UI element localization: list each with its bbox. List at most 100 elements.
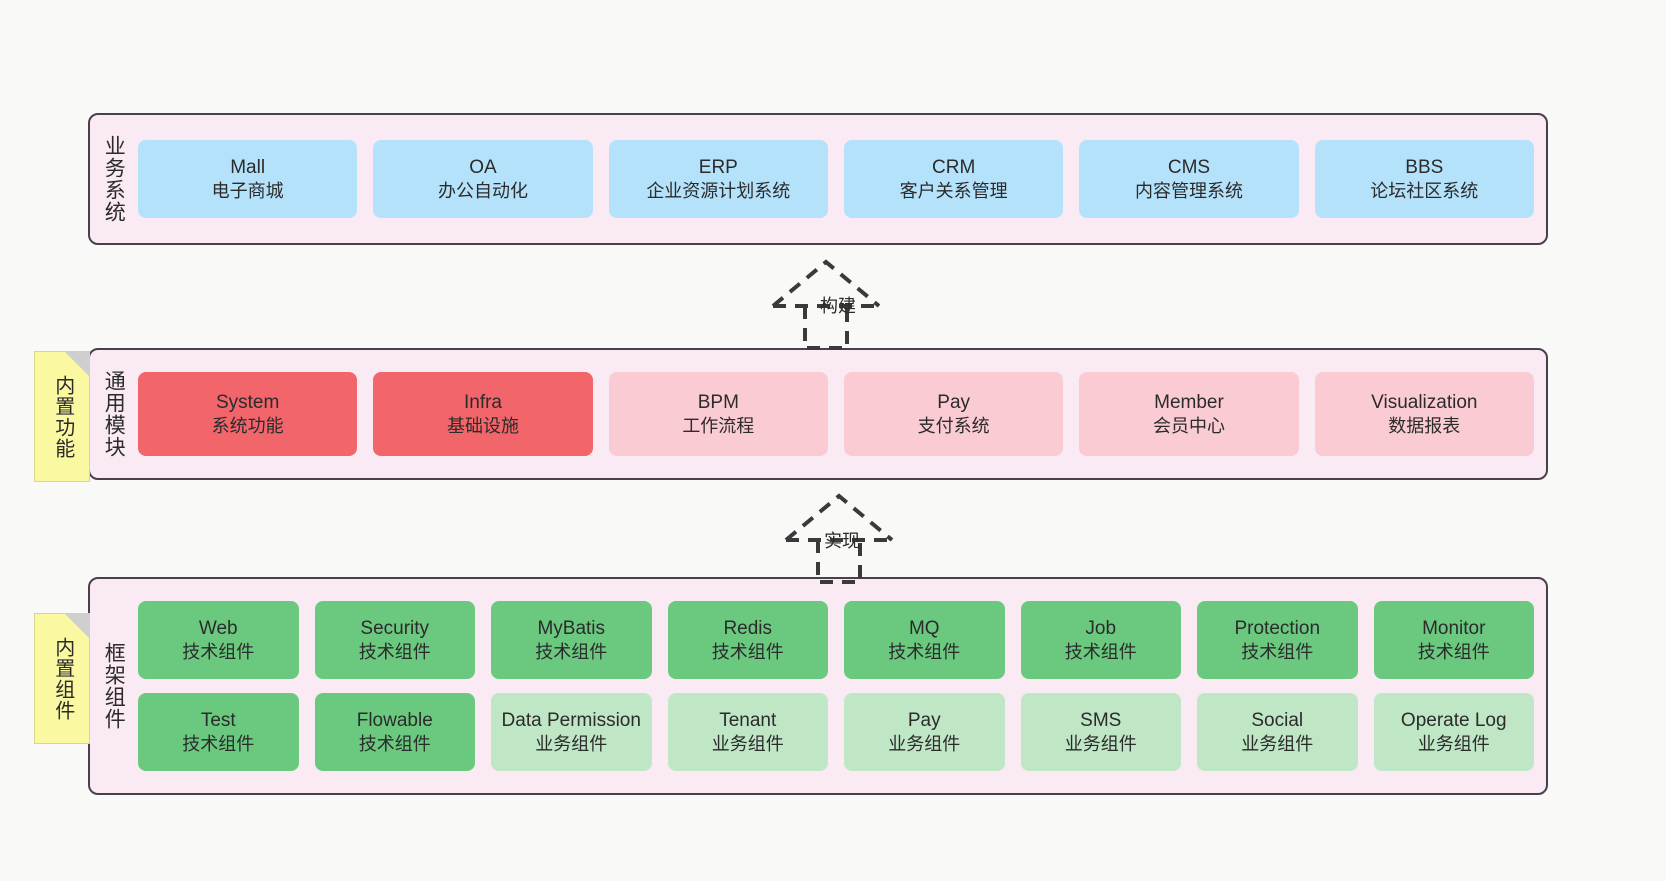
node-subtitle: 内容管理系统: [1134, 180, 1243, 201]
node-title: Social: [1251, 709, 1304, 731]
node-title: BBS: [1405, 156, 1444, 178]
note-framework: 内置组件: [34, 613, 90, 744]
node-subtitle: 技术组件: [1417, 641, 1490, 662]
generalization-arrow-icon: [771, 259, 881, 350]
layer-caption-framework: 框架组件: [102, 642, 126, 730]
node-title: CRM: [932, 156, 976, 178]
node-title: Infra: [463, 391, 502, 413]
node-title: System: [215, 391, 280, 413]
node-subtitle: 技术组件: [888, 641, 961, 662]
node-subtitle: 技术组件: [358, 733, 431, 754]
node-subtitle: 论坛社区系统: [1370, 180, 1479, 201]
node-title: Job: [1085, 617, 1117, 639]
node-title: Web: [198, 617, 238, 639]
layer-caption-module: 通用模块: [102, 370, 126, 458]
connector-build: [755, 258, 905, 350]
node-subtitle: 技术组件: [182, 733, 255, 754]
node-title: Visualization: [1371, 391, 1478, 413]
node-subtitle: 办公自动化: [437, 180, 528, 201]
node-subtitle: 技术组件: [182, 641, 255, 662]
connector-label-implement: 实现: [824, 531, 860, 551]
node-subtitle: 技术组件: [1241, 641, 1314, 662]
node-subtitle: 技术组件: [535, 641, 608, 662]
node-subtitle: 数据报表: [1388, 415, 1461, 436]
node-title: OA: [469, 156, 497, 178]
node-title: Data Permission: [501, 709, 641, 731]
connector-implement: [768, 492, 918, 584]
node-subtitle: 业务组件: [1064, 733, 1137, 754]
node-subtitle: 业务组件: [888, 733, 961, 754]
node-title: MQ: [908, 617, 940, 639]
node-title: Mall: [230, 156, 266, 178]
node-title: Member: [1154, 391, 1224, 413]
connector-label-build: 构建: [820, 296, 856, 316]
node-subtitle: 基础设施: [446, 415, 519, 436]
node-subtitle: 会员中心: [1152, 415, 1225, 436]
node-title: Redis: [723, 617, 773, 639]
node-subtitle: 企业资源计划系统: [646, 180, 791, 201]
node-title: Flowable: [356, 709, 433, 731]
node-title: ERP: [698, 156, 738, 178]
node-title: Pay: [907, 709, 941, 731]
node-title: CMS: [1167, 156, 1211, 178]
node-subtitle: 系统功能: [211, 415, 284, 436]
generalization-arrow-icon: [784, 493, 894, 584]
node-title: SMS: [1080, 709, 1122, 731]
node-subtitle: 技术组件: [1064, 641, 1137, 662]
node-title: BPM: [697, 391, 739, 413]
node-subtitle: 技术组件: [711, 641, 784, 662]
node-title: Tenant: [719, 709, 777, 731]
node-title: Test: [200, 709, 236, 731]
node-title: Pay: [937, 391, 971, 413]
node-subtitle: 客户关系管理: [899, 180, 1008, 201]
node-subtitle: 工作流程: [682, 415, 755, 436]
node-title: Operate Log: [1400, 709, 1507, 731]
node-subtitle: 电子商城: [211, 180, 284, 201]
node-subtitle: 业务组件: [1417, 733, 1490, 754]
layer-caption-business: 业务系统: [102, 135, 126, 223]
node-subtitle: 技术组件: [358, 641, 431, 662]
node-title: Protection: [1234, 617, 1321, 639]
node-title: MyBatis: [537, 617, 606, 639]
node-subtitle: 支付系统: [917, 415, 990, 436]
node-subtitle: 业务组件: [711, 733, 784, 754]
